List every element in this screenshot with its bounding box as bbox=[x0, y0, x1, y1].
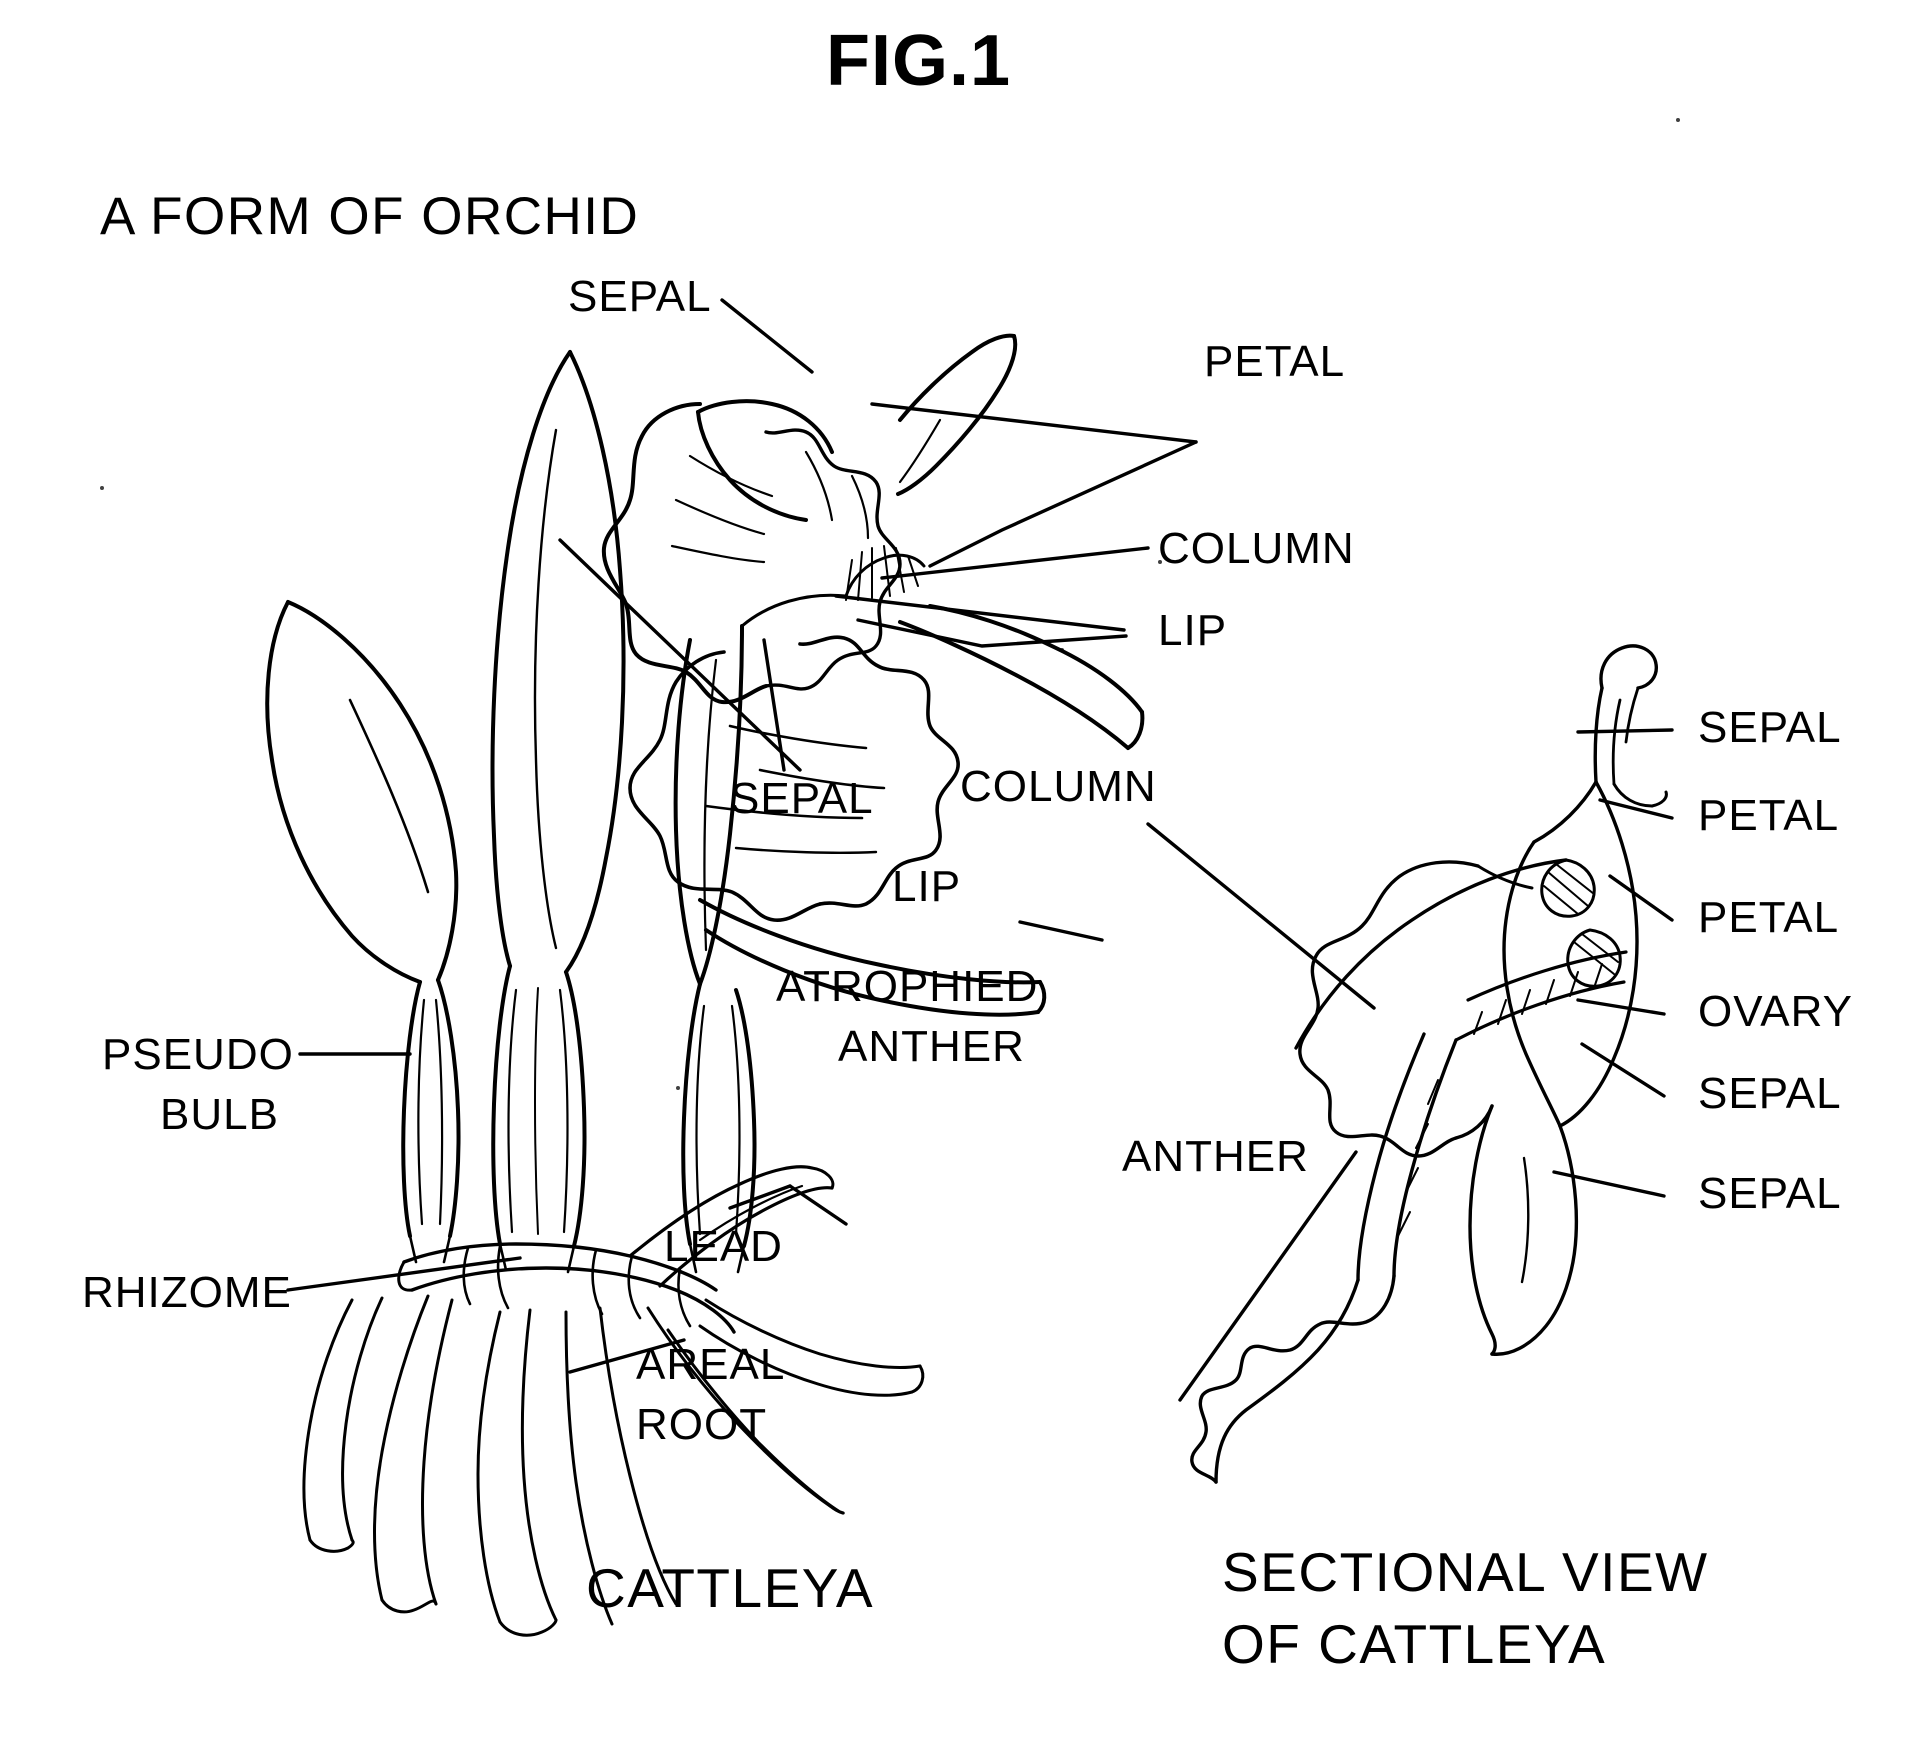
leader-sepal-top bbox=[720, 298, 814, 374]
label-petal-top: PETAL bbox=[1204, 337, 1346, 386]
label-lip-right: LIP bbox=[892, 862, 962, 911]
label-anther-atrophied: ANTHER bbox=[838, 1022, 1025, 1071]
leader-lip-left-2 bbox=[856, 618, 1128, 648]
label-pseudo: PSEUDO bbox=[102, 1030, 294, 1079]
leader-column-r bbox=[1146, 822, 1376, 1010]
label-atrophied: ATROPHIED bbox=[776, 962, 1039, 1011]
caption-sectional-view-line1: SECTIONAL VIEW bbox=[1222, 1541, 1709, 1603]
page-speck bbox=[1676, 118, 1680, 122]
leader-lead bbox=[728, 1184, 792, 1210]
label-column: COLUMN bbox=[1158, 524, 1355, 573]
label-petal-r2: PETAL bbox=[1698, 893, 1840, 942]
leader-sepal-lower-b bbox=[762, 638, 786, 772]
page-speck bbox=[676, 1086, 680, 1090]
leader-sepal-r2 bbox=[1580, 1042, 1666, 1098]
leader-ovary bbox=[1576, 998, 1666, 1016]
leader-petal-r2 bbox=[1608, 874, 1674, 922]
label-rhizome: RHIZOME bbox=[82, 1268, 292, 1317]
label-petal-r1: PETAL bbox=[1698, 791, 1840, 840]
leader-sepal-r1 bbox=[1576, 728, 1674, 734]
page-speck bbox=[1158, 560, 1162, 564]
label-sepal-r3: SEPAL bbox=[1698, 1169, 1842, 1218]
figure-subtitle: A FORM OF ORCHID bbox=[100, 187, 640, 246]
page-speck bbox=[100, 486, 104, 490]
leader-lip-left bbox=[834, 594, 1126, 632]
label-bulb: BULB bbox=[160, 1090, 279, 1139]
leader-rhizome bbox=[286, 1256, 522, 1292]
leader-petal-b bbox=[928, 440, 1198, 568]
label-areal: AREAL bbox=[636, 1340, 786, 1389]
label-root: ROOT bbox=[636, 1400, 768, 1449]
caption-cattleya: CATTLEYA bbox=[586, 1557, 875, 1619]
figure-title: FIG.1 bbox=[826, 21, 1012, 101]
leader-petal-r1 bbox=[1598, 798, 1674, 820]
leader-lead-2 bbox=[788, 1184, 848, 1226]
label-sepal-r2: SEPAL bbox=[1698, 1069, 1842, 1118]
label-sepal-lower: SEPAL bbox=[730, 774, 874, 823]
label-lip: LIP bbox=[1158, 606, 1228, 655]
label-lead: LEAD bbox=[664, 1222, 783, 1271]
leader-anther-r bbox=[1178, 1150, 1358, 1402]
label-sepal-r1: SEPAL bbox=[1698, 703, 1842, 752]
caption-sectional-view-line2: OF CATTLEYA bbox=[1222, 1613, 1607, 1675]
label-anther: ANTHER bbox=[1122, 1132, 1309, 1181]
label-column-right: COLUMN bbox=[960, 762, 1157, 811]
leader-column bbox=[880, 546, 1150, 580]
leader-sepal-r3 bbox=[1552, 1170, 1666, 1198]
leader-petal-a bbox=[870, 402, 1198, 444]
page-speck bbox=[1060, 648, 1064, 652]
label-ovary: OVARY bbox=[1698, 987, 1853, 1036]
leader-sepal-lower-a bbox=[558, 538, 802, 772]
label-sepal-top: SEPAL bbox=[568, 272, 712, 321]
leader-lip-r bbox=[1018, 920, 1104, 942]
